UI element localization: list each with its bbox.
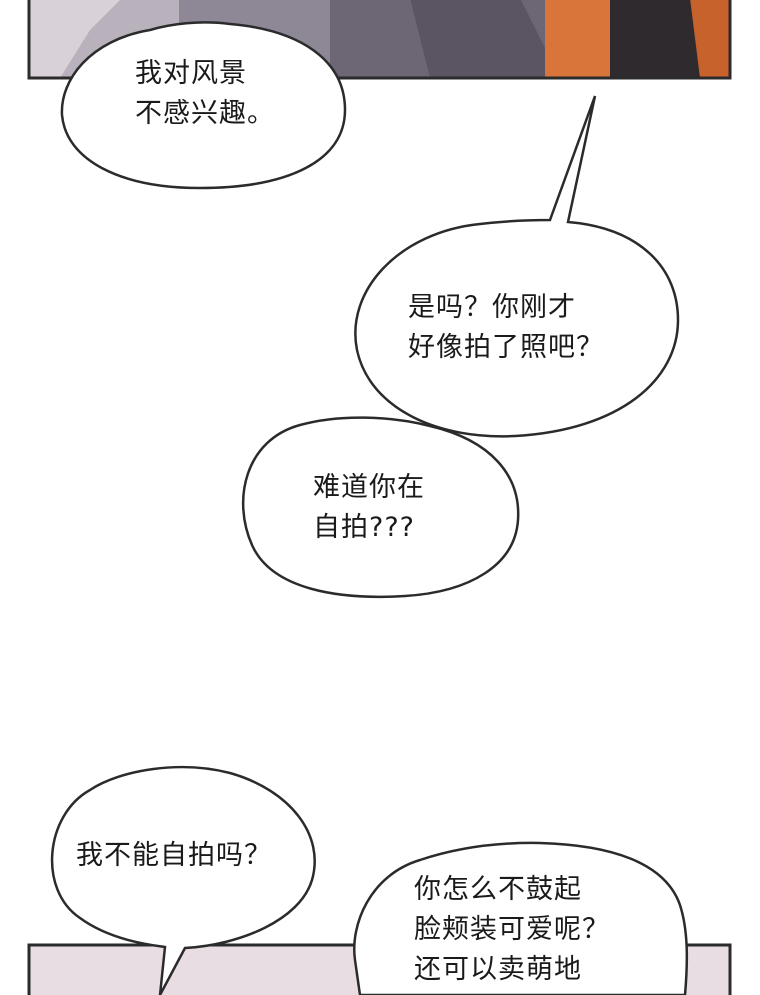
bubble-1-line-1: 我对风景: [135, 58, 247, 89]
bubble-1-line-2: 不感兴趣。: [135, 98, 275, 129]
bubble-3-line-1: 难道你在: [313, 472, 425, 503]
bubble-3-text: 难道你在 自拍???: [313, 468, 425, 548]
bubble-2-line-1: 是吗？你刚才: [408, 292, 576, 323]
bubble-4-line-1: 我不能自拍吗？: [76, 840, 272, 871]
bubble-5-line-2: 脸颊装可爱呢？: [414, 914, 610, 945]
speech-bubble-2: [354, 95, 680, 438]
bubble-2-line-2: 好像拍了照吧？: [408, 332, 604, 363]
top-panel: [27, 0, 732, 80]
bubble-5-line-1: 你怎么不鼓起: [414, 874, 582, 905]
speech-bubble-1: [60, 21, 347, 190]
bubble-5-line-3: 还可以卖萌地: [414, 954, 582, 985]
bubble-4-text: 我不能自拍吗？: [76, 836, 272, 876]
speech-bubble-5: [353, 841, 689, 995]
speech-bubble-3: [241, 416, 520, 599]
bubble-2-text: 是吗？你刚才 好像拍了照吧？: [408, 288, 604, 368]
bubble-1-text: 我对风景 不感兴趣。: [135, 54, 275, 134]
speech-bubble-4: [50, 765, 316, 995]
bubble-5-text: 你怎么不鼓起 脸颊装可爱呢？ 还可以卖萌地: [414, 870, 610, 990]
bubble-3-line-2: 自拍???: [313, 512, 415, 543]
